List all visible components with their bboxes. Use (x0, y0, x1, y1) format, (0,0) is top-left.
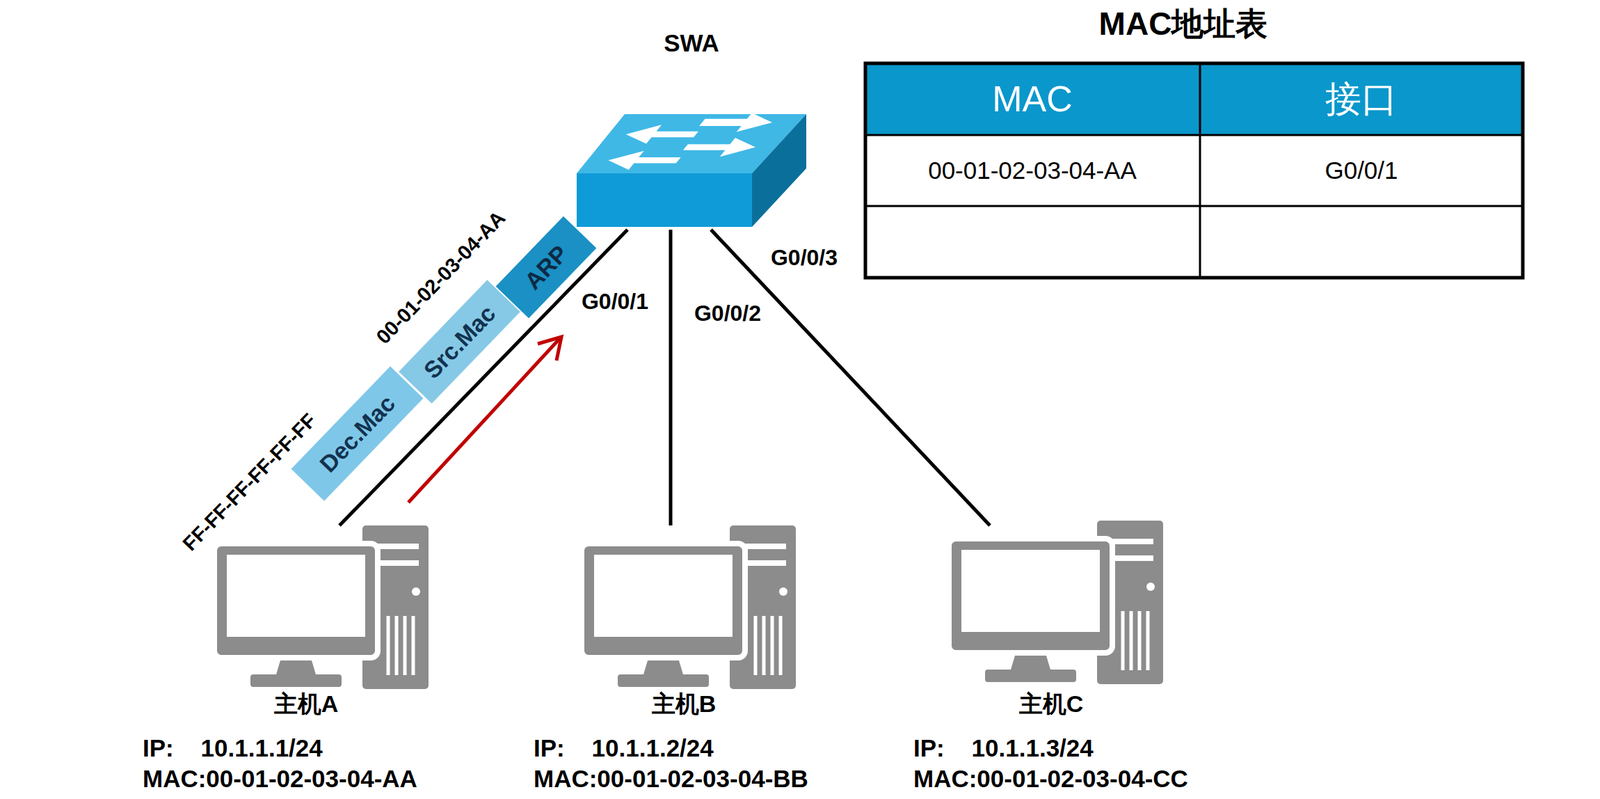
host-mac: MAC:00-01-02-03-04-BB (533, 764, 809, 793)
table-title: MAC地址表 (1099, 5, 1269, 43)
port-label: G0/0/2 (691, 300, 764, 327)
frame-field-name: Dec.Mac (313, 389, 400, 478)
table-rule (865, 134, 1523, 137)
host-name: 主机C (1019, 690, 1084, 718)
host-mac: MAC:00-01-02-03-04-AA (142, 764, 418, 793)
switch-front (576, 173, 752, 227)
network-link (710, 229, 990, 526)
switch-node: SWA (576, 20, 807, 230)
table-rule (865, 205, 1523, 208)
host-node: 主机A IP: 10.1.1.1/24MAC:00-01-02-03-04-AA (139, 525, 487, 794)
mac-table (865, 63, 1523, 278)
host-name: 主机A (274, 690, 339, 718)
host-icon (214, 525, 429, 689)
switch-side (752, 114, 807, 227)
frame-value: FF-FF-FF-FF-FF-FF (178, 409, 321, 556)
host-mac: MAC:00-01-02-03-04-CC (913, 764, 1189, 793)
port-label: G0/0/3 (768, 244, 841, 271)
frame-field-name: ARP (518, 240, 574, 295)
network-link (669, 229, 673, 526)
host-ip: IP: 10.1.1.1/24 (142, 733, 323, 762)
host-node: 主机B IP: 10.1.1.2/24MAC:00-01-02-03-04-BB (530, 525, 878, 794)
host-node: 主机C IP: 10.1.1.3/24MAC:00-01-02-03-04-CC (909, 525, 1258, 794)
table-cell: 00-01-02-03-04-AA (928, 156, 1137, 185)
flow-arrow-head (537, 336, 562, 361)
host-ip: IP: 10.1.1.3/24 (913, 733, 1094, 762)
host-name: 主机B (651, 690, 717, 718)
table-header-cell: MAC (992, 78, 1073, 121)
host-icon (948, 520, 1164, 684)
table-rule (1199, 63, 1202, 278)
port-label: G0/0/1 (578, 288, 652, 315)
switch-icon (576, 112, 807, 227)
host-ip: IP: 10.1.1.2/24 (533, 733, 714, 762)
host-icon (581, 525, 796, 689)
switch-arrows (596, 112, 784, 170)
table-header (865, 63, 1523, 135)
table-cell: G0/0/1 (1324, 156, 1398, 185)
switch-name: SWA (663, 29, 720, 58)
table-header-cell: 接口 (1325, 78, 1398, 121)
table-border (865, 63, 1523, 278)
